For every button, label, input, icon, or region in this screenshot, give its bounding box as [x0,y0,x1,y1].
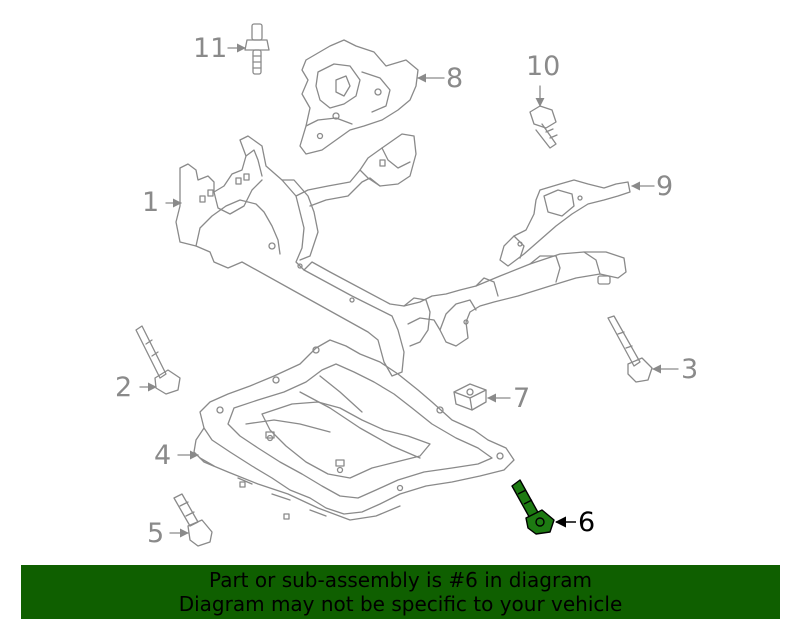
long-bolt-left [135,325,181,395]
long-bolt-right [607,315,653,383]
spacer-block [453,383,487,411]
upper-bracket [299,39,419,155]
callout-9: 9 [656,171,674,202]
callout-10: 10 [526,51,561,82]
callout-11: 11 [193,33,228,64]
subframe-crossmember [175,133,627,377]
callout-7: 7 [513,383,531,414]
small-bolt [529,105,558,149]
callout-6[interactable]: 6 [578,507,596,538]
banner-part-line: Part or sub-assembly is #6 in diagram [209,568,592,592]
banner-disclaimer-line: Diagram may not be specific to your vehi… [178,592,623,616]
callout-5: 5 [147,518,165,549]
highlighted-bolt-part-6[interactable] [511,479,555,535]
right-bracket [499,179,631,267]
stud-bolt [244,23,270,75]
callout-3: 3 [681,354,699,385]
short-bolt [173,493,213,547]
parts-diagram [135,23,679,547]
part-info-banner: Part or sub-assembly is #6 in diagram Di… [21,565,780,619]
callout-8: 8 [446,63,464,94]
callout-2: 2 [115,372,133,403]
callout-1: 1 [142,187,160,218]
callout-4: 4 [154,440,172,471]
underbody-shield [193,339,515,521]
